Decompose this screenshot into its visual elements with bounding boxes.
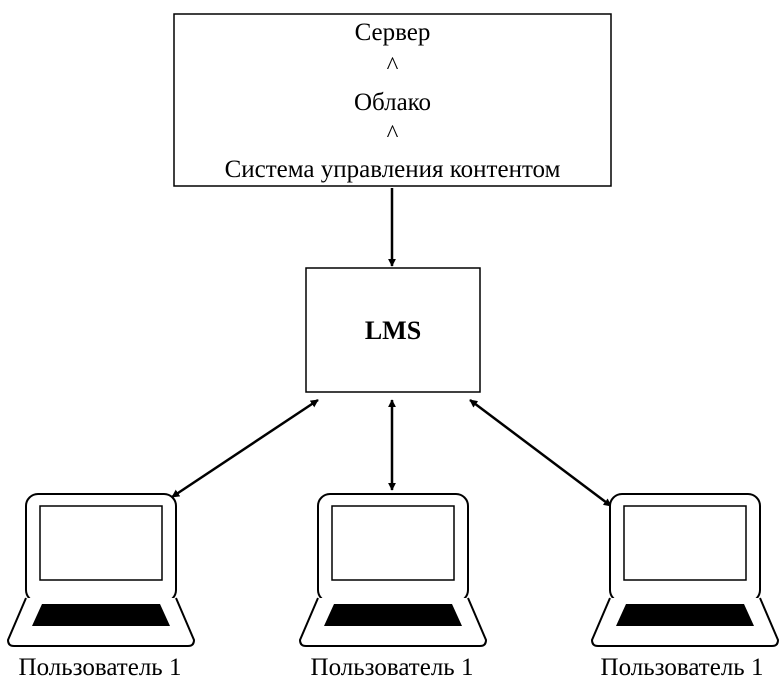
cms-label: Система управления контентом xyxy=(224,156,561,183)
server-box xyxy=(173,13,612,187)
caret-symbol: ^ xyxy=(386,53,399,80)
server-label: Сервер xyxy=(354,19,431,46)
user-label: Пользователь 1 xyxy=(18,654,182,681)
laptop-icon xyxy=(590,493,780,647)
arrow-lms-user-3 xyxy=(469,399,612,507)
laptop-icon xyxy=(298,493,488,647)
cloud-label: Облако xyxy=(353,89,432,116)
caret-symbol: ^ xyxy=(386,121,399,148)
lms-label: LMS xyxy=(364,316,422,345)
laptop-icon xyxy=(6,493,196,647)
user-label: Пользователь 1 xyxy=(310,654,474,681)
lms-box xyxy=(305,267,481,393)
user-label: Пользователь 1 xyxy=(600,654,764,681)
arrow-lms-user-1 xyxy=(171,398,319,499)
